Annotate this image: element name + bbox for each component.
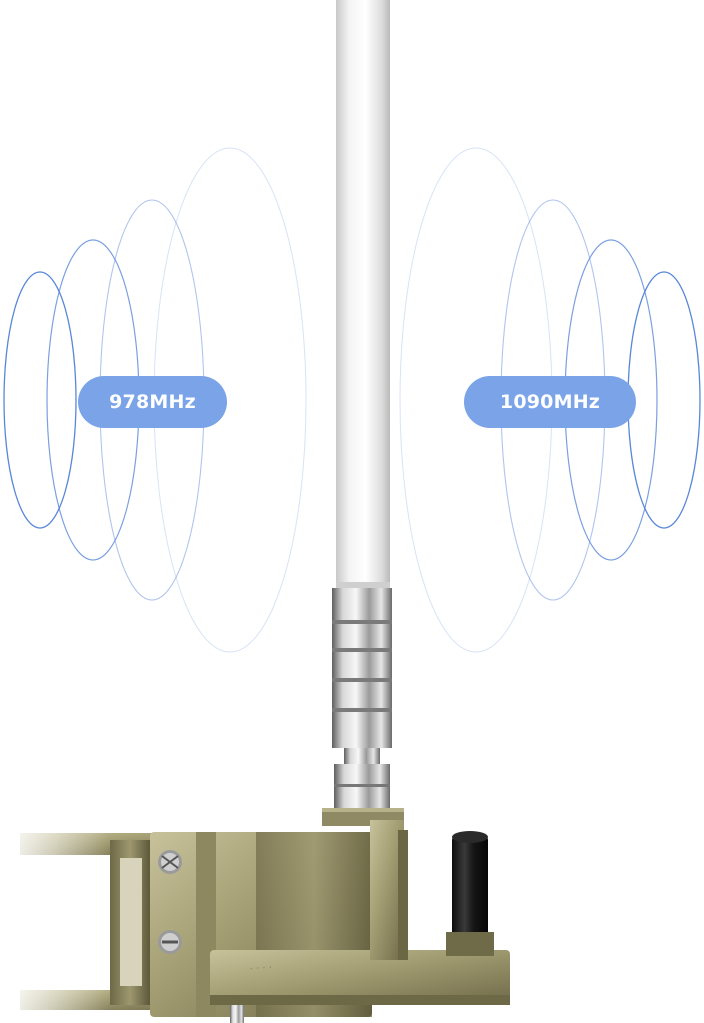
antenna-rod bbox=[336, 0, 390, 592]
black-post bbox=[446, 831, 494, 956]
frequency-label-978: 978MHz bbox=[78, 376, 227, 428]
svg-text:· · · ·: · · · · bbox=[249, 962, 272, 975]
chrome-connector bbox=[322, 588, 404, 826]
right-wave-ring-1 bbox=[627, 271, 701, 529]
screw-bottom bbox=[158, 930, 182, 954]
screw-top bbox=[158, 850, 182, 874]
left-wave-ring-1 bbox=[3, 271, 77, 529]
frequency-label-1090: 1090MHz bbox=[464, 376, 636, 428]
left-fade bbox=[0, 820, 110, 1023]
